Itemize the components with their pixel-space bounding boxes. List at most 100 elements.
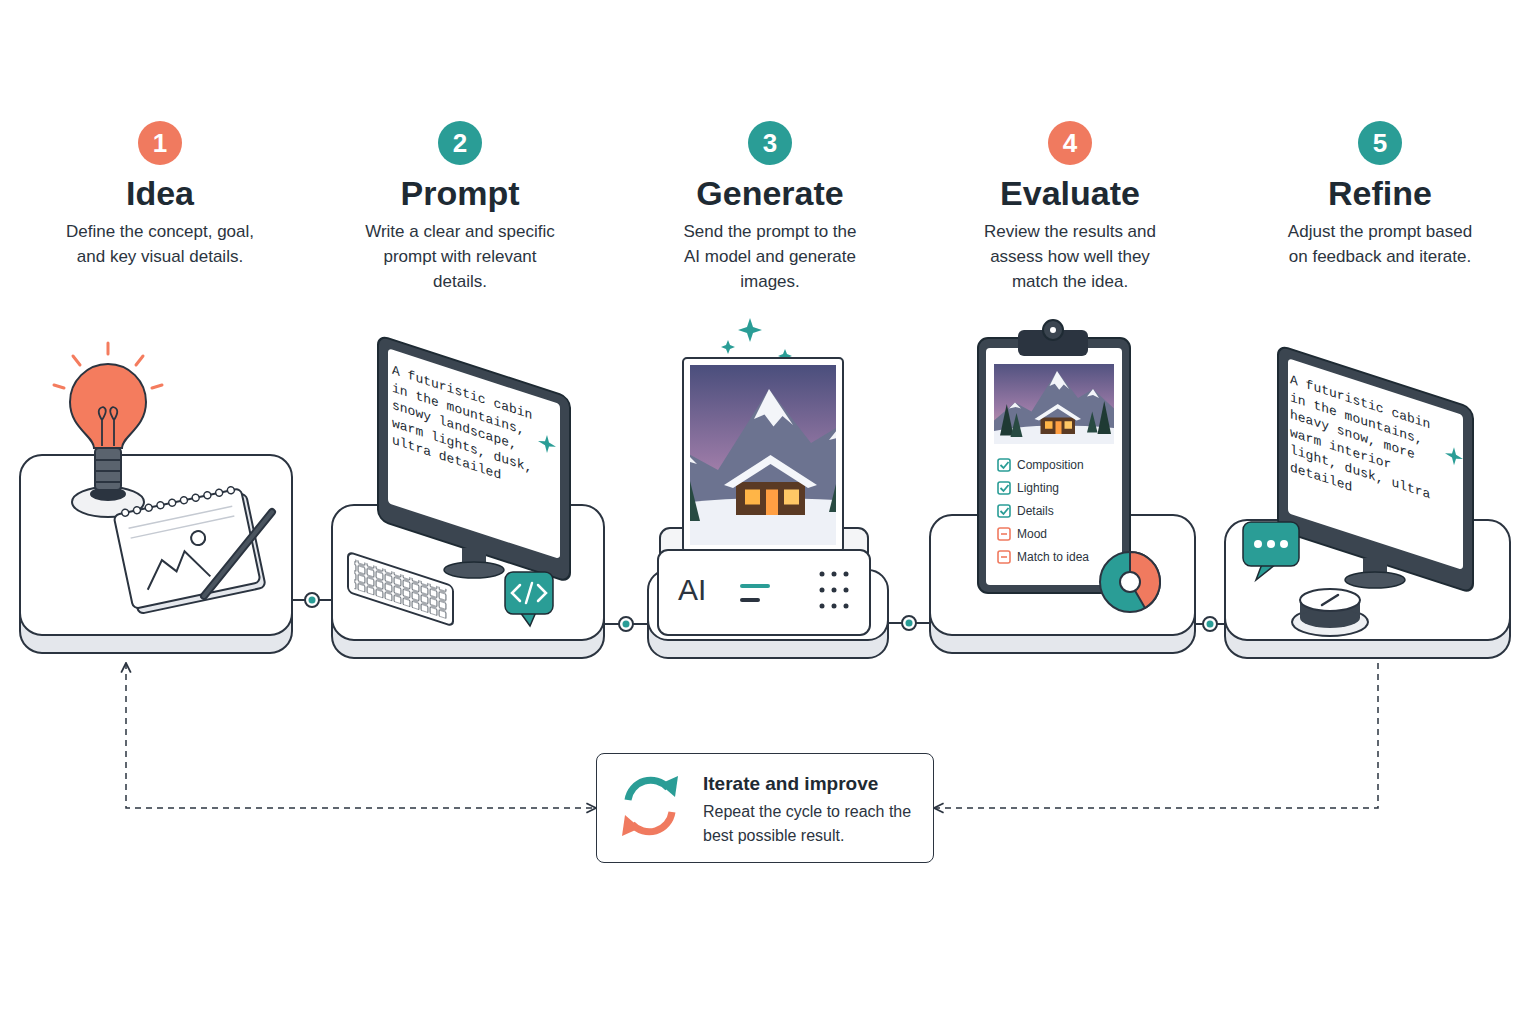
pie-chart-icon xyxy=(1100,552,1160,612)
knob-icon xyxy=(1300,589,1360,611)
monitor-icon xyxy=(378,335,570,582)
notepad-icon xyxy=(192,494,200,502)
cycle-icon xyxy=(622,776,678,836)
step-number: 3 xyxy=(748,121,792,165)
prompt-screen: A futuristic cabin in the mountains, hea… xyxy=(1278,345,1473,593)
step-description: Send the prompt to the AI model and gene… xyxy=(675,219,865,294)
step-title: Evaluate xyxy=(940,172,1200,214)
step-number: 5 xyxy=(1358,121,1402,165)
ai-generator-icon xyxy=(844,572,849,577)
monitor-icon xyxy=(444,562,504,578)
clipboard-icon xyxy=(1001,462,1009,514)
step-title: Prompt xyxy=(330,172,590,214)
sparkle-icon xyxy=(738,318,762,342)
lightbulb-icon xyxy=(136,356,143,365)
step-number-circle: 4 xyxy=(1048,121,1092,165)
box-title: Iterate and improve xyxy=(703,772,913,796)
connector xyxy=(1195,617,1225,631)
notepad-icon xyxy=(129,506,235,538)
notepad-icon xyxy=(215,489,223,497)
notepad-icon xyxy=(168,499,176,507)
clipboard-icon xyxy=(1050,327,1056,333)
iterate-box: Iterate and improveRepeat the cycle to r… xyxy=(596,753,934,863)
step-description: Write a clear and specific prompt with r… xyxy=(365,219,555,294)
clipboard-icon xyxy=(1001,533,1007,535)
chat-bubble-icon xyxy=(1267,540,1275,548)
monitor-icon xyxy=(1445,444,1463,468)
checklist-item: Mood xyxy=(1017,527,1047,541)
lightbulb-icon xyxy=(95,470,121,472)
clipboard-icon xyxy=(978,338,1130,593)
step-number: 2 xyxy=(438,121,482,165)
ai-generator-icon xyxy=(820,572,849,609)
notepad-icon xyxy=(121,509,129,517)
ai-generator-icon xyxy=(820,588,825,593)
ai-generator-icon xyxy=(832,572,837,577)
connector xyxy=(126,663,596,808)
clipboard-icon xyxy=(998,505,1010,517)
connector-dot xyxy=(1203,617,1217,631)
lightbulb-icon xyxy=(54,343,162,388)
code-badge-icon xyxy=(512,583,546,603)
box-body: Repeat the cycle to reach the best possi… xyxy=(703,800,913,848)
connector-dot xyxy=(906,620,913,627)
prompt-text: A futuristic cabin in the mountains, sno… xyxy=(392,362,538,497)
keyboard-icon xyxy=(354,559,447,619)
checklist-item: Match to idea xyxy=(1017,550,1089,564)
sparkle-icon xyxy=(721,340,735,354)
ai-generator-icon xyxy=(832,588,837,593)
clipboard-icon xyxy=(986,348,1122,585)
lightbulb-icon xyxy=(54,343,162,517)
step-number: 4 xyxy=(1048,121,1092,165)
monitor-icon xyxy=(1345,572,1405,588)
chat-bubble-icon xyxy=(1243,522,1299,580)
chat-bubble-icon xyxy=(1243,522,1299,566)
clipboard-icon xyxy=(998,482,1010,494)
lightbulb-icon xyxy=(152,385,162,388)
step-number: 1 xyxy=(138,121,182,165)
monitor-icon xyxy=(1278,345,1473,593)
step-column: PromptWrite a clear and specific prompt … xyxy=(332,115,604,663)
keyboard-icon xyxy=(348,552,453,626)
notepad-icon xyxy=(142,547,211,590)
lightbulb-icon xyxy=(70,364,146,448)
notepad-icon xyxy=(203,491,211,499)
pie-chart-icon xyxy=(1100,552,1160,612)
notepad-icon xyxy=(133,506,141,514)
notepad-icon xyxy=(129,506,233,528)
clipboard-icon xyxy=(1043,320,1063,340)
step-number-circle: 1 xyxy=(138,121,182,165)
lightbulb-icon xyxy=(99,407,118,446)
step-number-circle: 3 xyxy=(748,121,792,165)
connector xyxy=(292,593,332,607)
device-label: AI xyxy=(678,572,706,608)
chat-bubble-icon xyxy=(1254,540,1262,548)
notepad-icon xyxy=(131,516,235,538)
connector-dot xyxy=(305,593,319,607)
step-column: EvaluateReview the results and assess ho… xyxy=(930,115,1195,663)
pen-icon xyxy=(204,512,272,596)
knob-icon xyxy=(1292,589,1368,636)
clipboard-icon xyxy=(1001,485,1009,491)
connector xyxy=(934,663,1378,808)
lightbulb-icon xyxy=(95,481,121,483)
sparkle-icon xyxy=(721,318,792,363)
checklist-item: Composition xyxy=(1017,458,1084,472)
step-number-circle: 5 xyxy=(1358,121,1402,165)
ai-generator-icon xyxy=(820,604,825,609)
connector-dot xyxy=(619,617,633,631)
pen-icon xyxy=(204,512,272,596)
cycle-icon xyxy=(660,776,678,797)
connector-line xyxy=(126,663,596,808)
clipboard-icon xyxy=(998,528,1010,540)
monitor-icon xyxy=(378,335,570,582)
notepad-icon xyxy=(156,501,164,509)
chat-bubble-icon xyxy=(1280,540,1288,548)
clipboard-icon xyxy=(998,459,1010,517)
clipboard-icon xyxy=(998,528,1010,563)
clipboard-icon xyxy=(978,320,1130,593)
clipboard-icon xyxy=(1001,508,1009,514)
monitor-icon xyxy=(378,335,570,582)
clipboard-icon xyxy=(994,359,1114,449)
connector xyxy=(888,616,930,630)
